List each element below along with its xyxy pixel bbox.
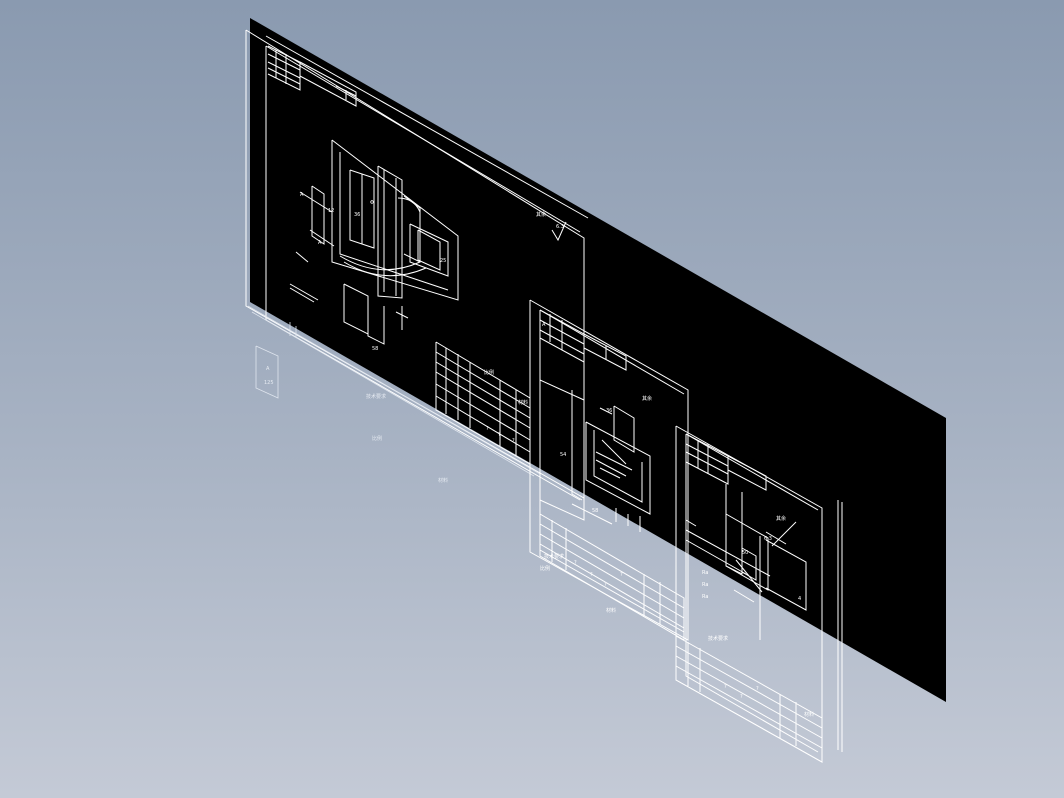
svg-text:4: 4 bbox=[798, 596, 801, 602]
sheet-3-part-view: 其余 6.3 Ra Ra Ra 50 4 bbox=[685, 484, 807, 640]
svg-text:58: 58 bbox=[372, 346, 378, 352]
svg-text:?: ? bbox=[756, 686, 759, 692]
drawing-sheet-plane bbox=[250, 18, 946, 702]
svg-text:?: ? bbox=[498, 432, 501, 438]
sheet-2-tech-note: 技术要求 bbox=[544, 553, 564, 560]
svg-text:A: A bbox=[318, 240, 322, 246]
svg-text:?: ? bbox=[740, 694, 743, 700]
sheet-1-ghost-projection: A 125 技术要求 比例 材料 bbox=[247, 305, 541, 484]
svg-text:6.3: 6.3 bbox=[556, 224, 564, 230]
svg-text:25: 25 bbox=[440, 258, 446, 264]
sheet-1-roughness-mark: 其余 6.3 bbox=[536, 211, 567, 242]
svg-text:Ra: Ra bbox=[702, 594, 708, 600]
svg-text:Ra: Ra bbox=[702, 582, 708, 588]
svg-text:36: 36 bbox=[606, 408, 612, 414]
svg-text:材料: 材料 bbox=[438, 477, 448, 484]
svg-text:A: A bbox=[542, 322, 546, 328]
svg-text:比例: 比例 bbox=[372, 435, 382, 442]
svg-text:材料: 材料 bbox=[804, 711, 814, 718]
svg-text:?: ? bbox=[512, 438, 515, 444]
svg-text:125: 125 bbox=[264, 380, 274, 386]
svg-text:?: ? bbox=[724, 684, 727, 690]
svg-text:50: 50 bbox=[742, 550, 748, 556]
svg-text:?: ? bbox=[574, 560, 577, 566]
qmark-label: ? bbox=[486, 426, 489, 432]
svg-text:其余: 其余 bbox=[776, 515, 786, 522]
svg-text:12: 12 bbox=[328, 208, 334, 214]
svg-text:A: A bbox=[266, 366, 270, 372]
sheet-1-tech-note: 技术要求 bbox=[366, 393, 386, 400]
sheet-3-title-block: 技术要求 ? ? ? 材料 bbox=[675, 635, 823, 763]
sheet-1-part-view: A Φ 12 36 25 58 A bbox=[289, 139, 459, 352]
svg-text:材料: 材料 bbox=[606, 607, 616, 614]
svg-text:比例: 比例 bbox=[484, 369, 494, 376]
svg-text:36: 36 bbox=[354, 212, 360, 218]
svg-text:Φ: Φ bbox=[370, 200, 374, 206]
svg-text:A: A bbox=[300, 192, 304, 198]
svg-text:?: ? bbox=[620, 572, 623, 578]
svg-text:其余: 其余 bbox=[642, 395, 652, 402]
sheet-2-part-view: 36 58 54 其余 bbox=[539, 379, 652, 532]
svg-text:材料: 材料 bbox=[518, 399, 528, 406]
svg-text:6.3: 6.3 bbox=[764, 536, 772, 542]
sheet-3-tech-note: 技术要求 bbox=[708, 635, 728, 642]
svg-text:58: 58 bbox=[592, 508, 598, 514]
svg-text:比例: 比例 bbox=[540, 565, 550, 572]
svg-text:?: ? bbox=[590, 572, 593, 578]
svg-text:?: ? bbox=[604, 582, 607, 588]
svg-text:Ra: Ra bbox=[702, 570, 708, 576]
sheet-1-title-block: 比例 材料 ? ? ? bbox=[435, 341, 531, 465]
svg-text:其余: 其余 bbox=[536, 211, 546, 218]
svg-text:54: 54 bbox=[560, 452, 566, 458]
